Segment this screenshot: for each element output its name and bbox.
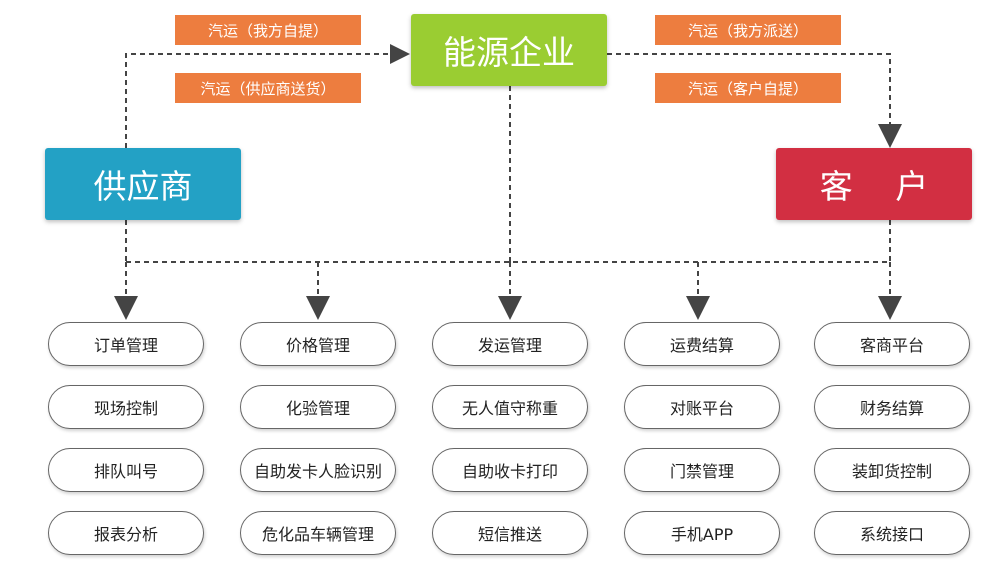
module-label: 系统接口 (859, 525, 924, 544)
module-label: 报表分析 (93, 525, 158, 544)
module-label: 危化品车辆管理 (261, 525, 374, 544)
module-pill: 装卸货控制 (814, 448, 970, 492)
module-label: 自助收卡打印 (461, 462, 558, 481)
edge-label-our-delivery-text: 汽运（我方派送） (687, 21, 808, 40)
module-pill: 门禁管理 (624, 448, 780, 492)
module-column-1: 订单管理 现场控制 排队叫号 报表分析 (48, 322, 204, 574)
module-pill: 自助发卡人脸识别 (240, 448, 396, 492)
module-label: 装卸货控制 (851, 462, 932, 481)
customer-label: 客 户 (819, 167, 945, 206)
module-pill: 客商平台 (814, 322, 970, 366)
module-label: 无人值守称重 (461, 399, 558, 418)
module-pill: 短信推送 (432, 511, 588, 555)
module-pill: 危化品车辆管理 (240, 511, 396, 555)
module-pill: 运费结算 (624, 322, 780, 366)
module-label: 门禁管理 (669, 462, 734, 481)
edge-label-self-pickup-text: 汽运（我方自提） (207, 21, 328, 40)
module-pill: 无人值守称重 (432, 385, 588, 429)
enterprise-box: 能源企业 (411, 14, 607, 86)
edge-label-supplier-delivery-text: 汽运（供应商送货） (200, 79, 336, 98)
module-pill: 发运管理 (432, 322, 588, 366)
edge-label-self-pickup: 汽运（我方自提） (175, 15, 361, 45)
enterprise-label: 能源企业 (443, 33, 575, 72)
module-pill: 对账平台 (624, 385, 780, 429)
module-pill: 订单管理 (48, 322, 204, 366)
supplier-box: 供应商 (45, 148, 241, 220)
edge-supplier-to-enterprise (125, 44, 410, 148)
module-pill: 排队叫号 (48, 448, 204, 492)
module-label: 自助发卡人脸识别 (253, 462, 382, 481)
module-column-2: 价格管理 化验管理 自助发卡人脸识别 危化品车辆管理 (240, 322, 396, 574)
module-pill: 价格管理 (240, 322, 396, 366)
module-pill: 报表分析 (48, 511, 204, 555)
module-pill: 化验管理 (240, 385, 396, 429)
module-pill: 财务结算 (814, 385, 970, 429)
supplier-label: 供应商 (93, 167, 193, 206)
edge-label-our-delivery: 汽运（我方派送） (655, 15, 841, 45)
module-label: 手机APP (670, 525, 734, 544)
module-label: 化验管理 (285, 399, 350, 418)
edge-label-supplier-delivery: 汽运（供应商送货） (175, 73, 361, 103)
module-column-3: 发运管理 无人值守称重 自助收卡打印 短信推送 (432, 322, 588, 574)
edge-label-customer-pickup: 汽运（客户自提） (655, 73, 841, 103)
module-label: 运费结算 (669, 336, 734, 355)
module-label: 财务结算 (859, 399, 924, 418)
module-pill: 手机APP (624, 511, 780, 555)
module-label: 现场控制 (93, 399, 158, 418)
module-pill: 自助收卡打印 (432, 448, 588, 492)
module-label: 发运管理 (477, 336, 542, 355)
module-column-4: 运费结算 对账平台 门禁管理 手机APP (624, 322, 780, 574)
edge-enterprise-to-customer (607, 53, 902, 148)
edge-label-customer-pickup-text: 汽运（客户自提） (687, 79, 808, 98)
module-label: 价格管理 (285, 336, 350, 355)
customer-box: 客 户 (776, 148, 972, 220)
module-label: 短信推送 (477, 525, 542, 544)
module-label: 订单管理 (93, 336, 158, 355)
module-label: 排队叫号 (93, 462, 158, 481)
module-label: 对账平台 (669, 399, 734, 418)
module-label: 客商平台 (859, 336, 924, 355)
module-pill: 系统接口 (814, 511, 970, 555)
module-pill: 现场控制 (48, 385, 204, 429)
module-column-5: 客商平台 财务结算 装卸货控制 系统接口 (814, 322, 970, 574)
